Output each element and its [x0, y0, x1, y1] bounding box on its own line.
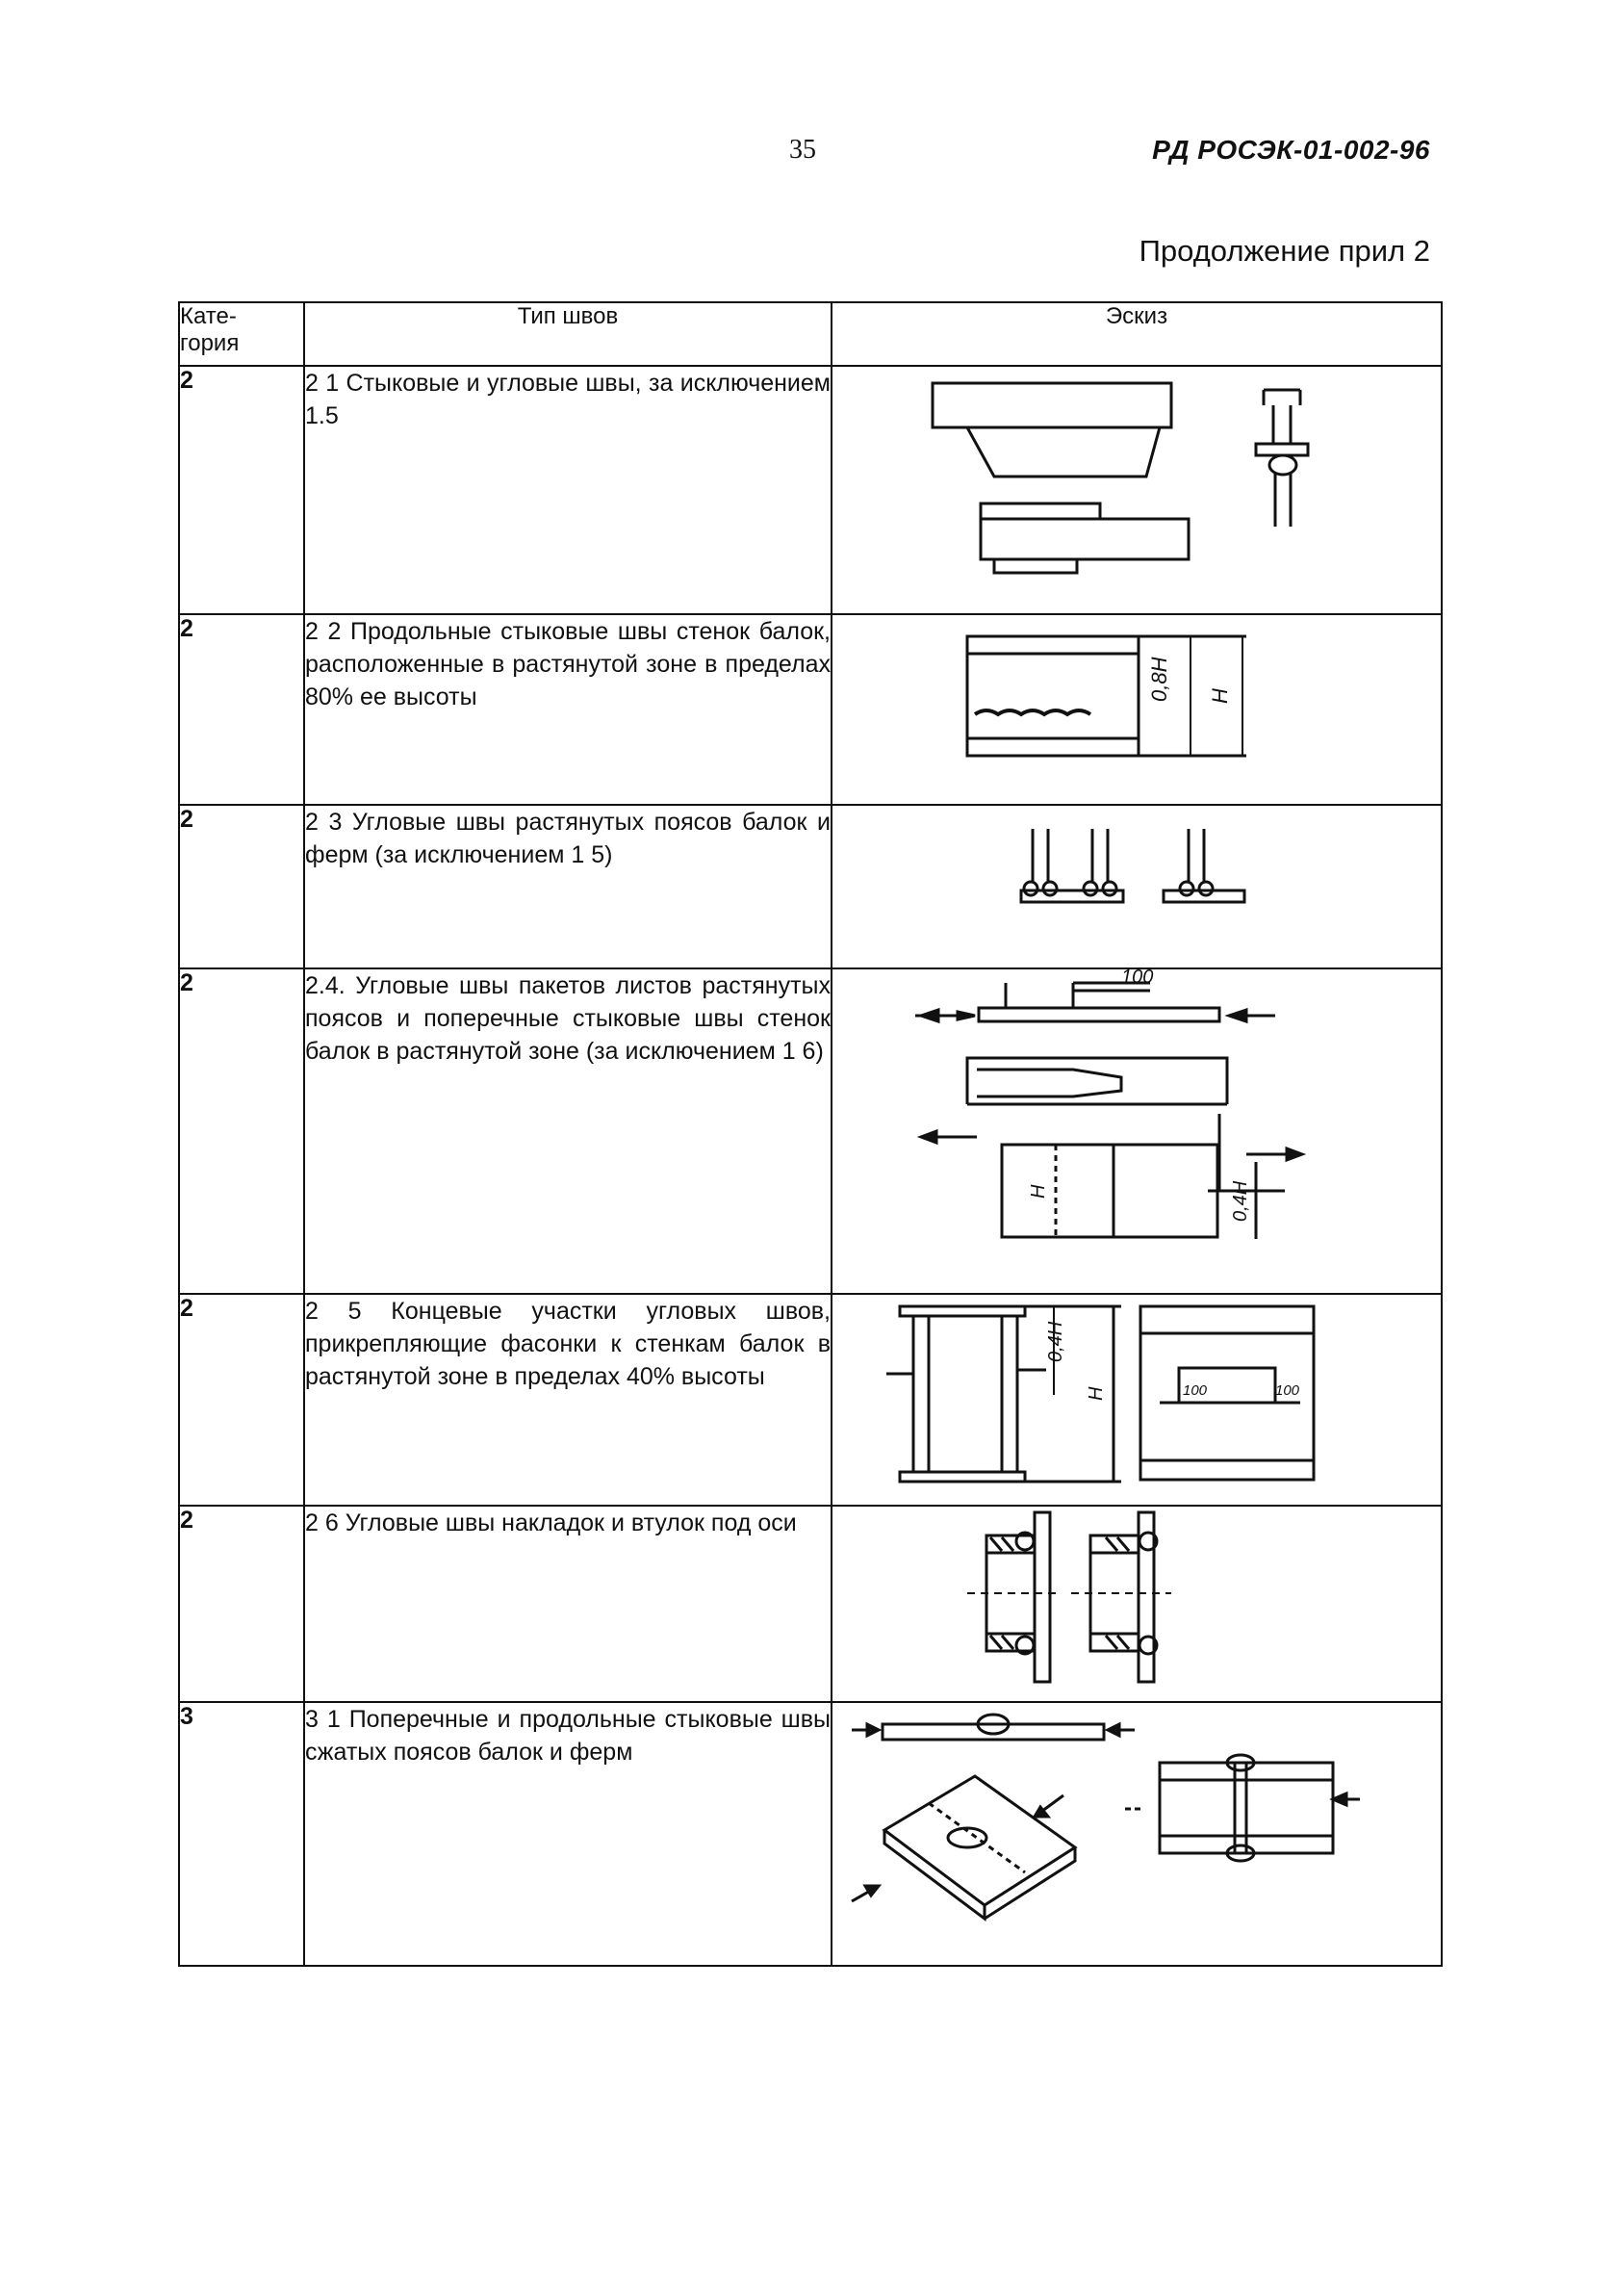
dimension-100-label: 100 — [1121, 969, 1153, 988]
sketch-longitudinal-web-butt-weld: 0,8H H — [831, 613, 1443, 806]
table-row: 2 2 5 Концевые участки угловых швов, при… — [178, 1293, 1443, 1507]
dimension-100-left-label: 100 — [1183, 1382, 1208, 1399]
row-category: 2 — [178, 613, 305, 806]
dimension-08h-label: 0,8H — [1147, 657, 1171, 702]
dimension-100-right-label: 100 — [1275, 1382, 1300, 1399]
row-weld-type: 2 3 Угловые швы растянутых поясов балок … — [303, 804, 832, 969]
row-weld-type: 2 5 Концевые участки угловых швов, прикр… — [303, 1293, 832, 1507]
sketch-butt-and-fillet-welds — [831, 365, 1443, 615]
row-category: 2 — [178, 804, 305, 969]
dimension-h-label: H — [1208, 688, 1232, 704]
table-row: 3 3 1 Поперечные и продольные стыковые ш… — [178, 1701, 1443, 1967]
table-header-row: Кате- гория Тип швов Эскиз — [178, 301, 1443, 367]
dimension-h-label: H — [1028, 1184, 1049, 1199]
row-weld-type-text: 2 5 Концевые участки угловых швов, прикр… — [305, 1298, 831, 1390]
table-row: 2 2 1 Стыковые и угловые швы, за исключе… — [178, 365, 1443, 615]
dimension-04h-label: 0,4H — [1045, 1321, 1066, 1362]
sketch-gusset-end-welds: 0,4H H 100 100 — [831, 1293, 1443, 1507]
dimension-h-label: H — [1086, 1386, 1107, 1401]
table-row: 2 2 6 Угловые швы накладок и втулок под … — [178, 1505, 1443, 1703]
row-category: 2 — [178, 1293, 305, 1507]
sketch-compressed-flange-butt-welds — [831, 1701, 1443, 1967]
sketch-cover-plate-and-bushing-welds — [831, 1505, 1443, 1703]
table-row: 2 2 2 Продольные стыковые швы стенок бал… — [178, 613, 1443, 806]
row-category: 3 — [178, 1701, 305, 1967]
sketch-plate-pack-welds: 100 H 0,4H — [831, 967, 1443, 1295]
weld-categories-table: Кате- гория Тип швов Эскиз 2 2 1 Стыковы… — [178, 301, 1443, 1967]
row-weld-type: 3 1 Поперечные и продольные стыковые швы… — [303, 1701, 832, 1967]
table-row: 2 2.4. Угловые швы пакетов листов растян… — [178, 967, 1443, 1295]
page-number: 35 — [789, 135, 816, 165]
table-row: 2 2 3 Угловые швы растянутых поясов бало… — [178, 804, 1443, 969]
column-header-category: Кате- гория — [178, 301, 305, 367]
row-weld-type: 2.4. Угловые швы пакетов листов растянут… — [303, 967, 832, 1295]
row-weld-type: 2 2 Продольные стыковые швы стенок балок… — [303, 613, 832, 806]
dimension-04h-label: 0,4H — [1230, 1180, 1251, 1222]
sketch-flange-fillet-welds — [831, 804, 1443, 969]
row-category: 2 — [178, 967, 305, 1295]
row-weld-type: 2 6 Угловые швы накладок и втулок под ос… — [303, 1505, 832, 1703]
column-header-weld-type: Тип швов — [303, 301, 832, 367]
row-category: 2 — [178, 365, 305, 615]
document-code: РД РОСЭК-01-002-96 — [1152, 135, 1430, 165]
row-weld-type: 2 1 Стыковые и угловые швы, за исключени… — [303, 365, 832, 615]
column-header-sketch: Эскиз — [831, 301, 1443, 367]
continuation-title: Продолжение прил 2 — [1139, 234, 1430, 268]
row-category: 2 — [178, 1505, 305, 1703]
